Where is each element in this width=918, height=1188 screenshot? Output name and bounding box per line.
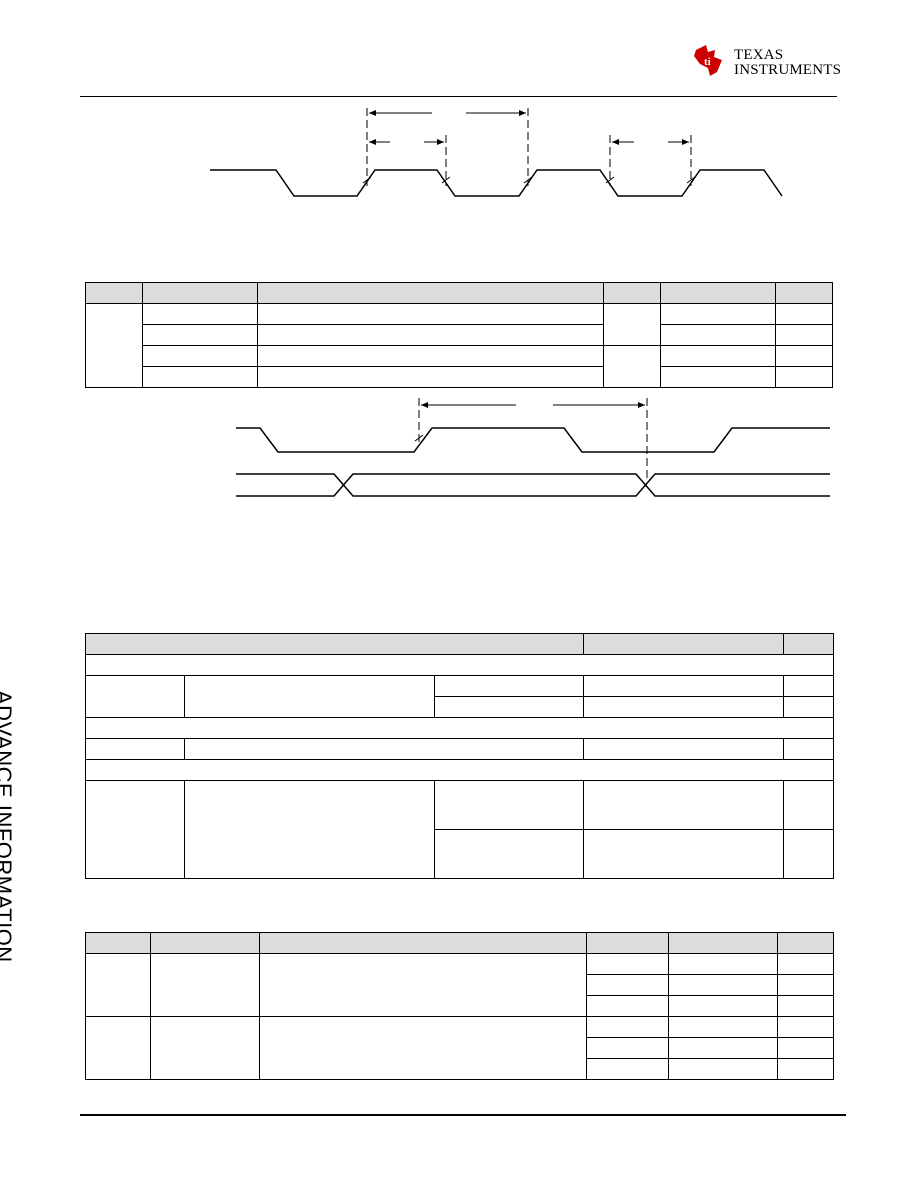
table-row: [86, 1058, 834, 1080]
table-row: [85, 738, 835, 760]
table-row: [86, 829, 835, 879]
timing-table-2: [84, 633, 835, 879]
ti-logo: ti TEXAS INSTRUMENTS: [690, 42, 842, 82]
table-row: [85, 780, 835, 879]
table-row: [86, 324, 834, 346]
table-section-row: [84, 654, 835, 676]
table-section-row: [84, 717, 835, 739]
table-header-row: [85, 932, 834, 954]
table-row: [86, 345, 834, 388]
footer-rule: [80, 1114, 846, 1116]
table-row: [85, 1016, 834, 1080]
header-rule: [80, 96, 837, 97]
svg-text:ti: ti: [704, 56, 711, 68]
ti-state-logo-icon: ti: [694, 45, 722, 76]
table-section-row: [84, 759, 835, 781]
table-row: [85, 675, 835, 718]
timing-table-1: [84, 282, 834, 388]
table-header-row: [84, 633, 835, 655]
table-row: [86, 995, 834, 1017]
logo-line-1: TEXAS: [734, 47, 784, 63]
table-row: [86, 1037, 834, 1059]
table-row: [85, 953, 834, 1017]
table-row: [86, 366, 834, 388]
timing-table-3: [85, 932, 834, 1080]
logo-line-2: INSTRUMENTS: [734, 62, 842, 78]
